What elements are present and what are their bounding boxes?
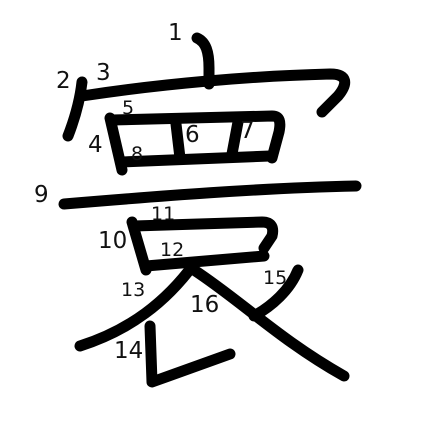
stroke-number-14: 14 [114, 338, 143, 364]
stroke-number-7: 7 [240, 118, 255, 144]
stroke-number-1: 1 [168, 20, 183, 46]
stroke-number-3: 3 [96, 60, 111, 86]
stroke-12 [140, 250, 270, 272]
stroke-number-16: 16 [190, 292, 219, 318]
stroke-number-2: 2 [56, 68, 71, 94]
stroke-11 [128, 216, 279, 254]
stroke-7 [226, 116, 244, 160]
stroke-number-11: 11 [151, 203, 175, 225]
stroke-number-9: 9 [34, 182, 49, 208]
stroke-number-6: 6 [185, 122, 200, 148]
stroke-number-8: 8 [131, 143, 143, 165]
stroke-14 [144, 320, 236, 388]
stroke-16 [188, 264, 350, 382]
stroke-6 [170, 118, 186, 164]
stroke-number-12: 12 [160, 239, 184, 261]
stroke-number-4: 4 [88, 132, 103, 158]
stroke-2 [62, 76, 88, 142]
stroke-number-10: 10 [98, 228, 127, 254]
stroke-number-13: 13 [121, 279, 145, 301]
stroke-3 [76, 68, 351, 118]
stroke-1 [191, 32, 215, 90]
stroke-13 [74, 258, 200, 352]
stroke-8 [116, 150, 276, 168]
stroke-number-15: 15 [263, 267, 287, 289]
stroke-9 [58, 180, 362, 210]
stroke-5 [106, 110, 286, 164]
stroke-number-5: 5 [122, 97, 134, 119]
